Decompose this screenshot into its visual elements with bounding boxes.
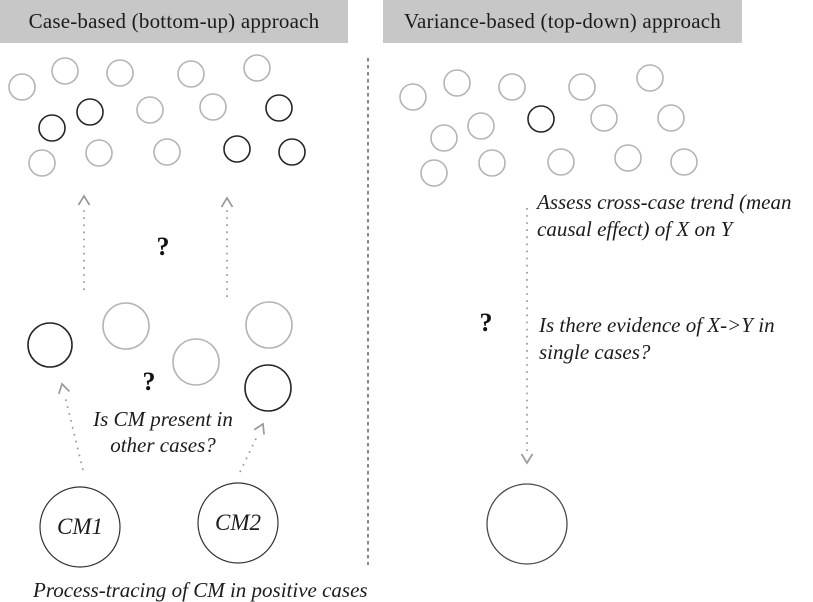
cm1-circle-label: CM1 [57,514,103,539]
right-case-circle-other [590,104,618,132]
right-case-circle-other [467,112,495,140]
cm-question-text: Is CM present in other cases? [93,406,233,458]
cross-case-trend-line1: Assess cross-case trend (mean [537,190,792,214]
right-panel-header: Variance-based (top-down) approach [383,0,742,43]
cm1-circle [39,486,121,568]
right-case-circle-other [657,104,685,132]
arrowhead-icon-3 [57,382,71,395]
right-case-circle-other [430,124,458,152]
left-case-circle-other [136,96,164,124]
dotted-arrow-shaft-4 [239,434,259,473]
left-case-circle-other [243,54,271,82]
left-case-circle-positive [76,98,104,126]
cm2-circle [197,482,279,564]
left-case-circle-other [8,73,36,101]
single-case-evidence-line1: Is there evidence of X->Y in [539,313,775,337]
candidate-case-circle-positive [27,322,73,368]
left-case-circle-other [106,59,134,87]
right-case-circle-other [443,69,471,97]
right-case-circle-other [547,148,575,176]
left-case-circle-positive [278,138,306,166]
single-case-circle [486,483,568,565]
question-mark-right: ? [479,308,493,337]
cross-case-trend-text: Assess cross-case trend (mean causal eff… [537,189,791,243]
right-case-circle-other [614,144,642,172]
left-case-circle-other [153,138,181,166]
question-mark-left-mid: ? [142,367,156,396]
arrowhead-icon-1 [77,194,91,206]
left-case-circle-other [85,139,113,167]
left-case-circle-positive [223,135,251,163]
arrowhead-icon-2 [220,196,234,208]
right-case-circle-other [636,64,664,92]
left-case-circle-positive [38,114,66,142]
right-case-circle-other [399,83,427,111]
right-panel-header-label: Variance-based (top-down) approach [404,9,721,33]
candidate-case-circle-other [245,301,293,349]
candidate-case-circle-positive [244,364,292,412]
cm-question-line2: other cases? [110,433,216,457]
candidate-case-circle-other [172,338,220,386]
cm-question-line1: Is CM present in [93,407,233,431]
cm2-circle-label: CM2 [215,510,261,535]
right-case-circle-other [568,73,596,101]
dotted-arrow-shaft-3 [64,395,84,471]
left-panel-header: Case-based (bottom-up) approach [0,0,348,43]
arrowhead-icon-4 [253,422,265,435]
right-case-circle-positive [527,105,555,133]
left-panel-header-label: Case-based (bottom-up) approach [28,9,320,33]
left-case-circle-other [199,93,227,121]
right-case-circle-other [478,149,506,177]
right-case-circle-other [420,159,448,187]
question-mark-left-top: ? [156,232,170,261]
arrowhead-icon-5 [520,453,534,465]
left-case-circle-other [28,149,56,177]
single-case-evidence-text: Is there evidence of X->Y in single case… [539,312,775,366]
cross-case-trend-line2: causal effect) of X on Y [537,217,733,241]
right-case-circle-other [498,73,526,101]
left-case-circle-positive [265,94,293,122]
process-tracing-caption: Process-tracing of CM in positive cases [33,578,368,602]
left-case-circle-other [51,57,79,85]
left-case-circle-other [177,60,205,88]
candidate-case-circle-other [102,302,150,350]
right-case-circle-other [670,148,698,176]
single-case-evidence-line2: single cases? [539,340,651,364]
